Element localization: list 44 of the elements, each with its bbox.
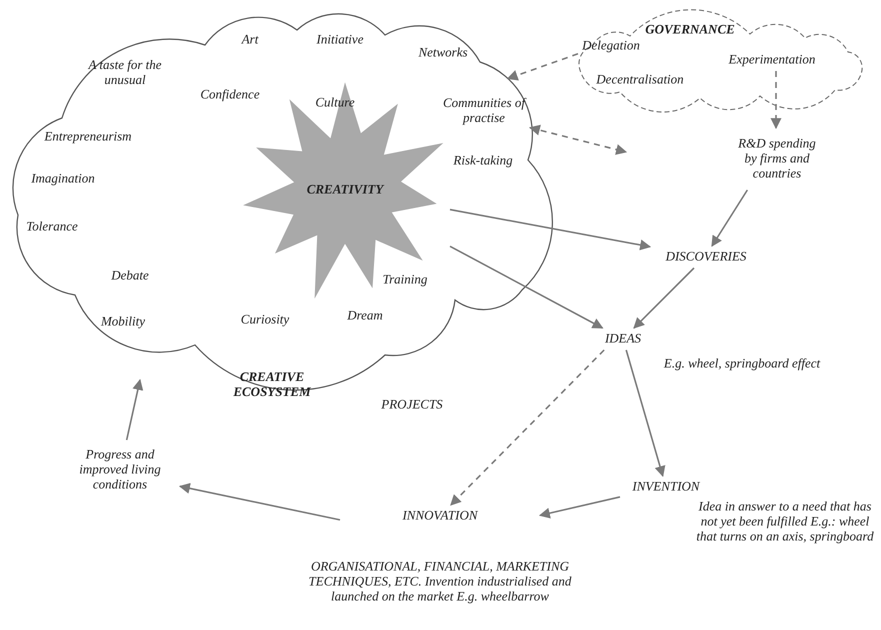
label-text: PROJECTS — [381, 398, 443, 412]
cloud-word: Art — [240, 32, 260, 48]
node-label: Progress and improved living conditions — [78, 448, 162, 492]
cloud-word: Curiosity — [240, 312, 290, 328]
cloud-word: Entrepreneurism — [43, 130, 133, 144]
node-label: Experimentation — [728, 52, 816, 68]
cloud-word: Imagination — [30, 172, 96, 186]
cloud-word: Debate — [110, 268, 150, 284]
node-label: R&D spending by firms and countries — [737, 136, 817, 182]
arrow — [506, 53, 578, 81]
arrow — [711, 190, 748, 247]
cloud-word: Risk-taking — [452, 154, 514, 168]
cloud-word: Confidence — [199, 88, 261, 102]
cloud-word: Tolerance — [25, 220, 79, 234]
cloud-word: A taste for the unusual — [86, 58, 163, 88]
cloud-word: Training — [382, 272, 428, 288]
arrow — [770, 71, 782, 130]
node-label: INNOVATION — [401, 508, 480, 524]
arrow — [528, 124, 628, 155]
node-label: Delegation — [581, 38, 641, 54]
node-note: E.g. wheel, springboard effect — [662, 356, 822, 372]
cloud-word: Networks — [417, 46, 469, 60]
arrow — [625, 350, 666, 478]
node-note: Idea in answer to a need that has not yet been fulfilled E.g.: wheel that turns on an axis, springboard — [695, 500, 875, 544]
cloud-heading: CREATIVE ECOSYSTEM — [232, 370, 312, 400]
arrow — [450, 246, 604, 329]
cloud-word: Culture — [314, 96, 356, 110]
node-label: IDEAS — [604, 332, 642, 346]
arrow — [450, 208, 652, 250]
node-label: CREATIVITY — [306, 182, 386, 198]
arrow — [126, 378, 144, 440]
arrow — [450, 349, 605, 506]
node-label: Communities of practise — [442, 96, 528, 126]
cloud-word: Dream — [346, 308, 384, 324]
node-note: ORGANISATIONAL, FINANCIAL, MARKETING TECHNIQUES, ETC. Invention industrialised and launched on the market E.g. wheelbarrow — [308, 560, 572, 604]
node-label: DISCOVERIES — [664, 250, 748, 264]
cloud-heading: GOVERNANCE — [644, 22, 736, 38]
arrow — [633, 267, 695, 329]
cloud-word: Decentralisation — [595, 72, 685, 88]
arrow — [178, 482, 340, 521]
node-label: INVENTION — [631, 480, 702, 494]
cloud-word: Mobility — [100, 314, 146, 330]
arrow — [538, 496, 620, 519]
cloud-word: Initiative — [316, 32, 364, 48]
